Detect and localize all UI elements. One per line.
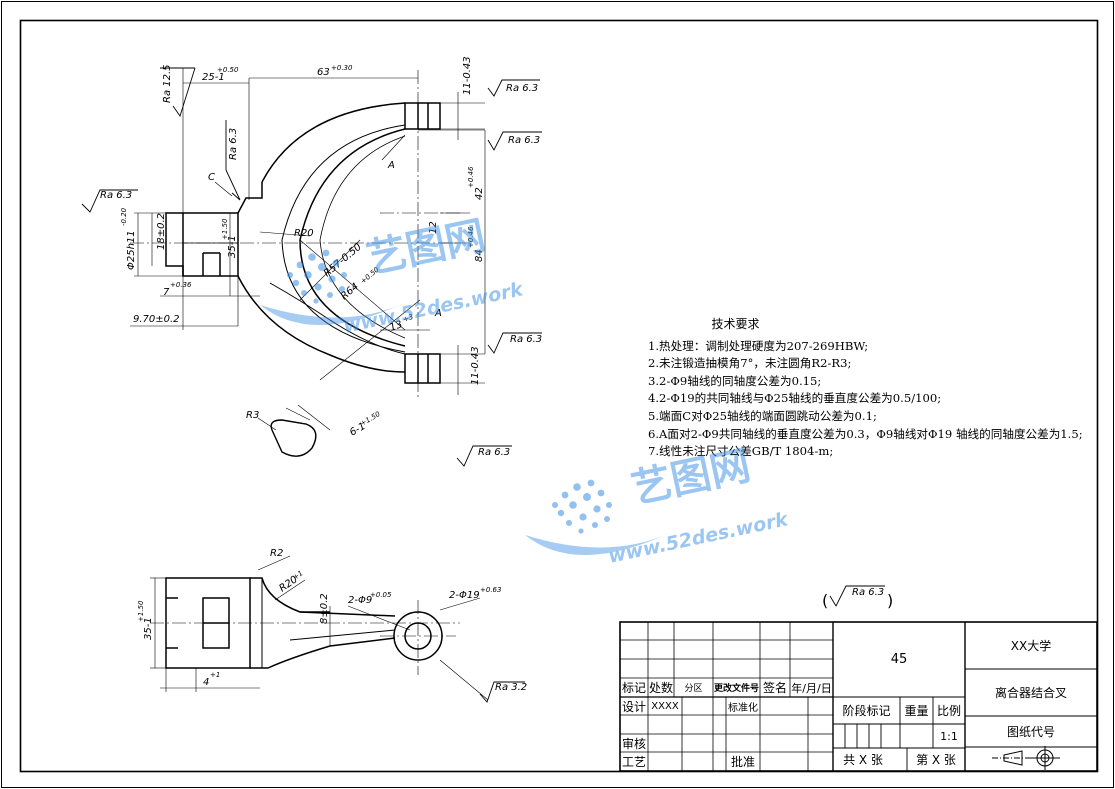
dim-63: 63: [317, 67, 330, 78]
dim-12: 12: [428, 221, 439, 234]
svg-text:+1: +1: [210, 671, 220, 679]
a-label-lower: A: [434, 308, 442, 319]
mark-label: 标记: [621, 681, 646, 695]
dim-ra-3-2: Ra 3.2: [495, 682, 527, 693]
roughness-symbols: [81, 67, 885, 703]
svg-text:-0.20: -0.20: [120, 207, 128, 226]
dim-18: 18±0.2: [156, 213, 167, 250]
dim-35: 35-1: [227, 235, 238, 258]
dimension-texts-bottom: R2 R20 +1 35-1 +1.50 4 +1 8±0.2 2-Φ9 +0.…: [137, 548, 527, 693]
count-label: 处数: [648, 681, 673, 695]
dim-ra-12-5: Ra 12.5: [162, 64, 173, 103]
dim-4: 4: [203, 677, 209, 688]
svg-text:+1.50: +1.50: [137, 600, 145, 622]
zone-label: 分区: [684, 684, 703, 694]
change-doc-label: 更改文件号: [713, 684, 759, 694]
part-name: 离合器结合叉: [994, 686, 1067, 700]
requirement-line: 4.2-Φ19的共同轴线与Φ25轴线的垂直度公差为0.5/100;: [648, 391, 942, 406]
dim-r3: R3: [246, 410, 259, 421]
dim-phi25: Φ25h11: [126, 230, 137, 270]
c-label: C: [208, 172, 215, 183]
svg-text:+0.30: +0.30: [331, 64, 353, 72]
approve-label: 批准: [730, 755, 755, 769]
dim-r2: R2: [270, 548, 283, 559]
dim-r64: R64: [339, 281, 361, 302]
r3-section-detail: [257, 404, 331, 457]
svg-text:+0.46: +0.46: [467, 226, 475, 248]
fork-top-view: [165, 102, 441, 384]
design-label: 设计: [621, 699, 646, 714]
dim-holes9: 2-Φ9: [348, 595, 372, 606]
dim-35-bottom: 35-1: [143, 617, 154, 640]
general-roughness: ( ) Ra 6.3: [822, 587, 893, 610]
svg-text:+0.63: +0.63: [480, 586, 501, 594]
weight-label: 重量: [904, 704, 929, 718]
date-label: 年/月/日: [791, 681, 832, 695]
projection-symbol-icon: [992, 746, 1060, 770]
svg-text:+0.50: +0.50: [359, 265, 381, 285]
dim-25: 25-1: [202, 72, 225, 83]
scale-label: 比例: [936, 704, 961, 718]
dim-11-top: 11-0.43: [462, 56, 473, 95]
scale-value: 1:1: [940, 729, 958, 743]
sheet-number: 第 X 张: [916, 753, 956, 767]
title-block-grid: [619, 621, 1098, 772]
technical-requirements: 技术要求 1.热处理：调制处理硬度为207-269HBW; 2.未注锻造抽模角7…: [648, 316, 1098, 461]
svg-text:+1.50: +1.50: [221, 218, 229, 240]
dim-ra-mid-right: Ra 6.3: [508, 135, 540, 146]
dimension-lines-top: [130, 68, 486, 395]
dim-holes19: 2-Φ19: [449, 590, 480, 601]
stage-mark-label: 阶段标记: [842, 704, 891, 718]
dimension-lines-bottom: [150, 555, 489, 701]
dim-r20: R20: [294, 228, 314, 239]
general-roughness-value: Ra 6.3: [852, 587, 884, 598]
svg-text:+0.46: +0.46: [467, 166, 475, 188]
drawing-code-label: 图纸代号: [1006, 725, 1055, 739]
requirement-line: 7.线性未注尺寸公差GB/T 1804-m;: [648, 444, 834, 459]
requirements-title: 技术要求: [711, 317, 760, 331]
dim-84: 84: [474, 249, 485, 262]
requirement-line: 5.端面C对Φ25轴线的端面圆跳动公差为0.1;: [648, 408, 877, 423]
dim-8: 8±0.2: [319, 593, 330, 624]
svg-text:+0.36: +0.36: [170, 281, 192, 289]
requirement-line: 2.未注锻造抽模角7°，未注圆角R2-R3;: [648, 356, 852, 371]
designer-name: XXXX: [651, 700, 679, 712]
dim-ra-left-h: Ra 6.3: [100, 190, 132, 201]
requirement-line: 6.A面对2-Φ9共同轴线的垂直度公差为0.3，Φ9轴线对Φ19 轴线的同轴度公…: [648, 426, 1083, 441]
dim-ra-top-right: Ra 6.3: [506, 83, 538, 94]
dim-ra-left2: Ra 6.3: [228, 128, 239, 160]
school-name: XX大学: [1010, 639, 1052, 653]
process-label: 工艺: [621, 755, 646, 769]
review-label: 审核: [621, 736, 646, 751]
svg-text:+0.50: +0.50: [217, 66, 239, 74]
svg-text:(: (: [822, 591, 828, 610]
svg-text:): ): [887, 591, 893, 610]
total-sheets: 共 X 张: [843, 753, 883, 767]
a-label-upper: A: [387, 160, 395, 171]
requirement-line: 3.2-Φ9轴线的同轴度公差为0.15;: [648, 373, 822, 388]
dim-9-70: 9.70±0.2: [133, 314, 180, 325]
material-value: 45: [890, 652, 908, 667]
standardize-label: 标准化: [728, 702, 758, 714]
dim-7: 7: [163, 287, 170, 298]
dim-ra-bottom-mid: Ra 6.3: [478, 447, 510, 458]
centerlines-bottom: [150, 600, 460, 675]
dim-11-bot: 11-0.43: [470, 346, 481, 385]
dim-13: 13: [388, 319, 404, 334]
requirement-line: 1.热处理：调制处理硬度为207-269HBW;: [648, 338, 869, 353]
signature-label: 签名: [762, 681, 787, 695]
dim-ra-low-right: Ra 6.3: [510, 334, 542, 345]
dim-42: 42: [474, 187, 485, 200]
dim-r57: R57-0.50: [322, 242, 364, 280]
svg-text:+1.50: +1.50: [359, 410, 382, 428]
inner-frame: [19, 19, 1099, 773]
svg-text:+3: +3: [402, 313, 414, 324]
svg-text:+0.05: +0.05: [370, 591, 392, 599]
